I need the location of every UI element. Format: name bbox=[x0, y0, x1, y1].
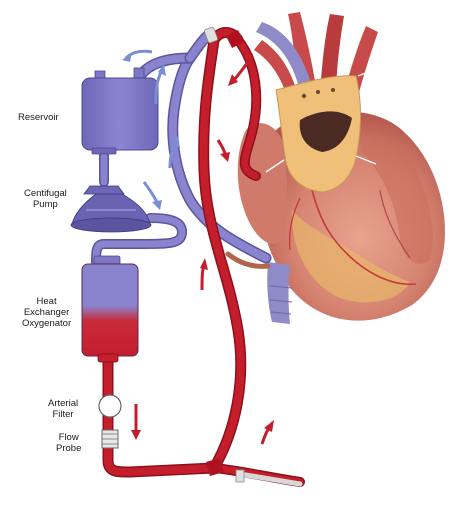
svc-vessel bbox=[256, 22, 310, 90]
reservoir bbox=[81, 67, 159, 155]
label-oxygenator: Heat Exchanger Oxygenator bbox=[22, 296, 72, 329]
top-clamp-left bbox=[204, 26, 218, 44]
flow-arrows bbox=[122, 49, 274, 445]
bottom-y-connector bbox=[206, 458, 224, 476]
aortic-opening bbox=[299, 111, 352, 152]
coronary-artery bbox=[311, 189, 417, 286]
stay-sutures bbox=[259, 67, 379, 173]
reservoir-body bbox=[81, 77, 159, 151]
vessel-left-branch bbox=[288, 12, 318, 100]
ivc-vessel bbox=[267, 262, 290, 324]
arterial-filter bbox=[98, 394, 122, 418]
left-ventricle-shade bbox=[360, 142, 433, 264]
label-flow-probe: Flow Probe bbox=[56, 432, 82, 454]
oxygenator-body bbox=[81, 263, 139, 357]
vessel-upper bbox=[254, 40, 298, 100]
top-y-connector bbox=[226, 30, 244, 48]
label-reservoir: Reservoir bbox=[18, 112, 59, 123]
label-centrifugal-pump: Centifugal Pump bbox=[24, 188, 67, 210]
epicardial-fat bbox=[291, 210, 410, 303]
bottom-clamp bbox=[235, 469, 245, 483]
label-arterial-filter: Arterial Filter bbox=[48, 398, 79, 420]
oxygenator bbox=[81, 255, 139, 363]
heart-illustration bbox=[237, 12, 445, 324]
flow-probe bbox=[101, 429, 119, 449]
centrifugal-pump bbox=[70, 185, 152, 233]
connectors bbox=[204, 26, 245, 483]
filter-circle bbox=[98, 394, 122, 418]
